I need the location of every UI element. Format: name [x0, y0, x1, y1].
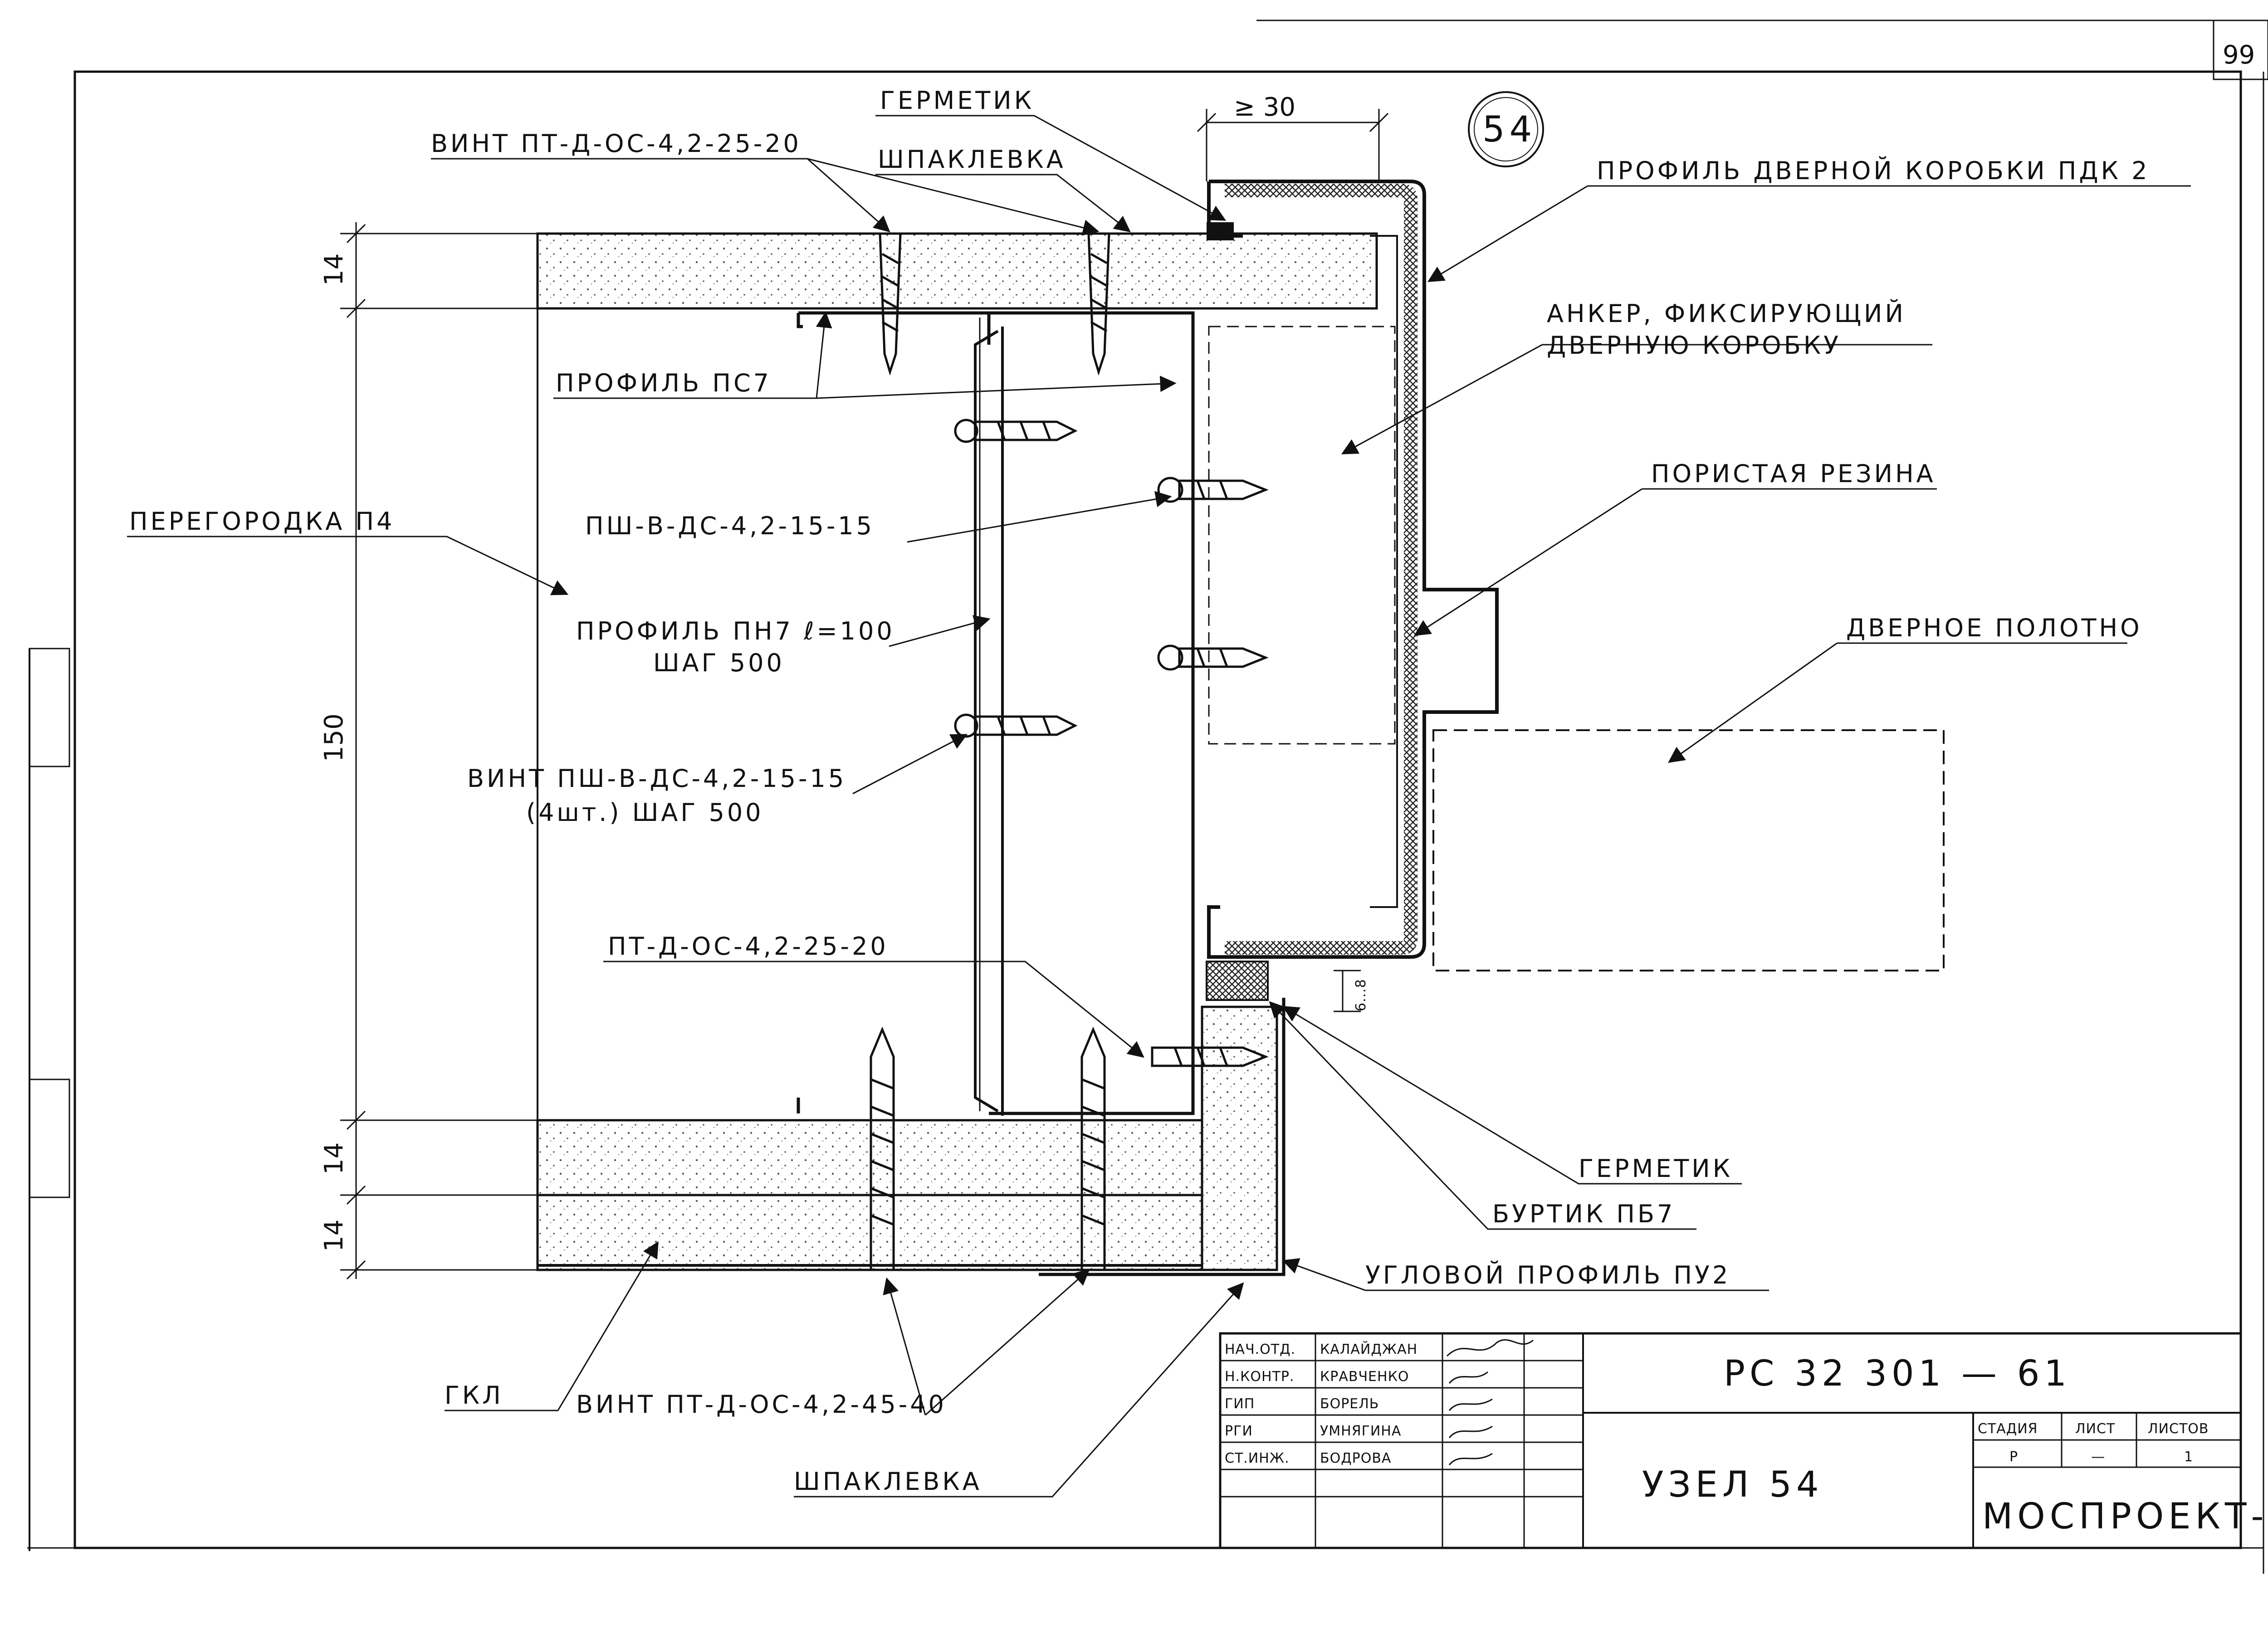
screw-top-1 [879, 232, 902, 376]
label-psh-screw: ПШ-В-ДС-4,2-15-15 [585, 512, 875, 540]
tb-role-2: Н.КОНТР. [1225, 1369, 1295, 1385]
anchor-zone [1208, 326, 1396, 745]
label-vint-top: ВИНТ ПТ-Д-ОС-4,2-25-20 [431, 129, 802, 158]
drawing-title: УЗЕЛ 54 [1642, 1464, 1823, 1505]
screw-top-2 [1087, 232, 1110, 376]
signatures [1446, 1339, 1534, 1465]
label-anchor-1: АНКЕР, ФИКСИРУЮЩИЙ [1547, 299, 1906, 328]
tb-name-2: КРАВЧЕНКО [1320, 1369, 1409, 1385]
tb-name-3: БОРЕЛЬ [1320, 1396, 1379, 1412]
title-block [1219, 1332, 2242, 1549]
label-profile-door-frame: ПРОФИЛЬ ДВЕРНОЙ КОРОБКИ ПДК 2 [1597, 156, 2150, 185]
node-number: 54 [1482, 109, 1536, 150]
tb-sheets: 1 [2184, 1449, 2193, 1465]
screw-side-2 [1157, 477, 1269, 503]
tb-role-5: СТ.ИНЖ. [1225, 1450, 1290, 1466]
label-anchor-2: ДВЕРНУЮ КОРОБКУ [1547, 331, 1841, 360]
door-frame-profile [1206, 180, 1499, 1001]
screw-bottom-2 [1080, 1026, 1106, 1271]
screw-side-3 [1157, 644, 1269, 671]
gap-dimension [1334, 970, 1361, 1012]
organization: МОСПРОЕКТ-2 [1982, 1496, 2268, 1537]
label-gkl: ГКЛ [445, 1381, 503, 1410]
dim-top-min: ≥ 30 [1234, 93, 1295, 122]
screw-end [1151, 1046, 1269, 1067]
screw-bottom-1 [870, 1026, 895, 1271]
gap-dimension-label: 6...8 [1353, 979, 1369, 1011]
label-corner-profile: УГЛОВОЙ ПРОФИЛЬ ПУ2 [1365, 1261, 1730, 1289]
tb-role-1: НАЧ.ОТД. [1225, 1342, 1295, 1357]
label-vint-psh-2: (4шт.) ШАГ 500 [526, 798, 764, 827]
label-profile-pn7-1: ПРОФИЛЬ ПН7 ℓ=100 [576, 617, 895, 645]
sheet-number: 99 [2223, 40, 2255, 70]
dim-board-bottom-2: 14 [319, 1220, 349, 1252]
tb-stage-header: СТАДИЯ [1978, 1421, 2038, 1437]
label-profile-pn7-2: ШАГ 500 [653, 649, 785, 677]
tb-role-4: РГИ [1225, 1423, 1253, 1439]
dimension-lines [340, 109, 1389, 1280]
label-porous-rubber: ПОРИСТАЯ РЕЗИНА [1651, 459, 1936, 488]
label-profile-ps7: ПРОФИЛЬ ПС7 [556, 369, 772, 397]
dim-board-bottom-1: 14 [319, 1142, 349, 1175]
label-shpaklevka-top: ШПАКЛЕВКА [878, 145, 1066, 174]
dim-board-top: 14 [319, 254, 349, 286]
leader-lines [127, 115, 2191, 1498]
tb-name-4: УМНЯГИНА [1320, 1423, 1401, 1439]
door-leaf [1432, 729, 1945, 971]
tb-sheet-header: ЛИСТ [2075, 1421, 2115, 1437]
label-partition: ПЕРЕГОРОДКА П4 [129, 507, 395, 536]
label-pt-screw: ПТ-Д-ОС-4,2-25-20 [608, 932, 889, 961]
tb-sheet: — [2091, 1449, 2105, 1465]
corner-profile [1039, 998, 1286, 1276]
tb-sheets-header: ЛИСТОВ [2148, 1421, 2209, 1437]
profile-ps7 [797, 311, 1195, 1115]
screw-side-1 [954, 419, 1078, 443]
label-germetik-top: ГЕРМЕТИК [880, 86, 1034, 115]
tb-stage: Р [2009, 1449, 2018, 1465]
label-burtik: БУРТИК ПБ7 [1492, 1200, 1675, 1228]
document-code: РС 32 301 — 61 [1724, 1353, 2071, 1394]
screw-side-4 [954, 713, 1078, 738]
gypsum-board-end-strip [1201, 1005, 1278, 1271]
gypsum-board-top [536, 232, 1378, 310]
node-marker [1468, 91, 1544, 167]
label-vint-bottom: ВИНТ ПТ-Д-ОС-4,2-45-40 [576, 1390, 947, 1419]
gypsum-board-bottom-2 [536, 1194, 1270, 1271]
label-vint-psh-1: ВИНТ ПШ-В-ДС-4,2-15-15 [467, 764, 846, 793]
tb-role-3: ГИП [1225, 1396, 1255, 1412]
tb-name-5: БОДРОВА [1320, 1450, 1391, 1466]
label-door-leaf: ДВЕРНОЕ ПОЛОТНО [1846, 614, 2142, 642]
label-shpaklevka-bottom: ШПАКЛЕВКА [794, 1467, 982, 1496]
label-germetik-bottom: ГЕРМЕТИК [1579, 1154, 1733, 1183]
tb-name-1: КАЛАЙДЖАН [1320, 1341, 1418, 1357]
dim-wall-height: 150 [319, 713, 349, 762]
